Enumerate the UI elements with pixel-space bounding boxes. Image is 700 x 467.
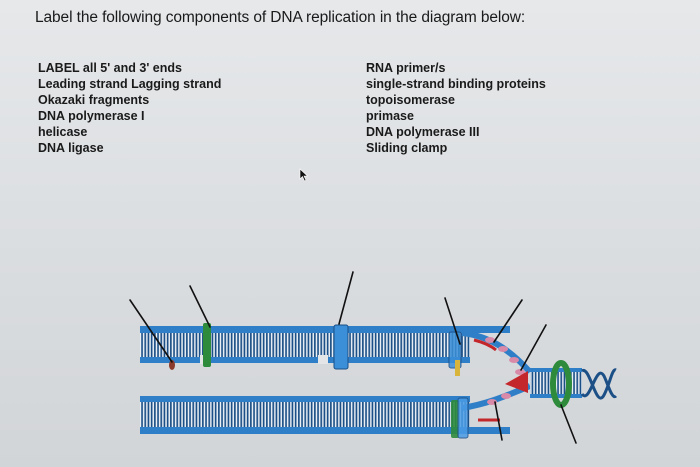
bottom-backbone-lower (140, 427, 510, 434)
pointer-lines (129, 271, 577, 444)
pointer-line (494, 401, 503, 441)
parental-helix (581, 368, 617, 400)
block-middle (333, 324, 349, 370)
term-dna-pol-1: DNA polymerase I (38, 109, 145, 123)
top-duplex (140, 326, 510, 364)
term-dna-pol-3: DNA polymerase III (366, 125, 480, 139)
term-ends: LABEL all 5' and 3' ends (38, 61, 182, 75)
protein-bar-left (203, 323, 211, 367)
term-helicase: helicase (38, 125, 88, 139)
top-backbone-lower (140, 357, 470, 363)
marker-yellow (455, 360, 460, 376)
top-backbone-upper (140, 326, 510, 333)
block-bottom (457, 397, 469, 439)
term-primers: RNA primer/s (366, 61, 446, 75)
marker-dot (169, 360, 175, 370)
ssb-protein (501, 393, 511, 399)
gap-right (318, 355, 328, 364)
term-strands: Leading strand Lagging strand (38, 77, 222, 91)
term-okazaki: Okazaki fragments (38, 93, 150, 107)
term-list-left: LABEL all 5' and 3' ends Leading strand … (38, 60, 221, 156)
pointer-line (560, 404, 577, 444)
helicase-shape (505, 371, 528, 393)
ssb-protein (485, 337, 495, 343)
pointer-line (493, 299, 523, 343)
pointer-line (520, 324, 547, 371)
term-clamp: Sliding clamp (366, 141, 448, 155)
ssb-protein (509, 357, 519, 363)
term-ligase: DNA ligase (38, 141, 104, 155)
parental-helix (580, 371, 618, 399)
pointer-line (444, 297, 461, 345)
mouse-cursor-icon (299, 168, 309, 182)
pointer-line (189, 285, 211, 328)
ssb-protein (498, 346, 508, 352)
rna-primer (473, 338, 497, 352)
bottom-duplex (140, 396, 510, 434)
term-ssb: single-strand binding proteins (366, 77, 546, 91)
sliding-clamp-bottom (451, 400, 459, 438)
page-title: Label the following components of DNA re… (35, 9, 526, 26)
ssb-protein (515, 369, 525, 375)
bottom-backbone-upper (140, 396, 470, 402)
pointer-line (129, 299, 173, 363)
pointer-line (338, 271, 354, 325)
term-list-right: RNA primer/s single-strand binding prote… (366, 60, 546, 156)
term-topoisomerase: topoisomerase (366, 93, 455, 107)
top-rungs (140, 333, 470, 357)
term-primase: primase (366, 109, 414, 123)
bottom-rungs (140, 402, 470, 427)
ssb-proteins (485, 337, 525, 405)
